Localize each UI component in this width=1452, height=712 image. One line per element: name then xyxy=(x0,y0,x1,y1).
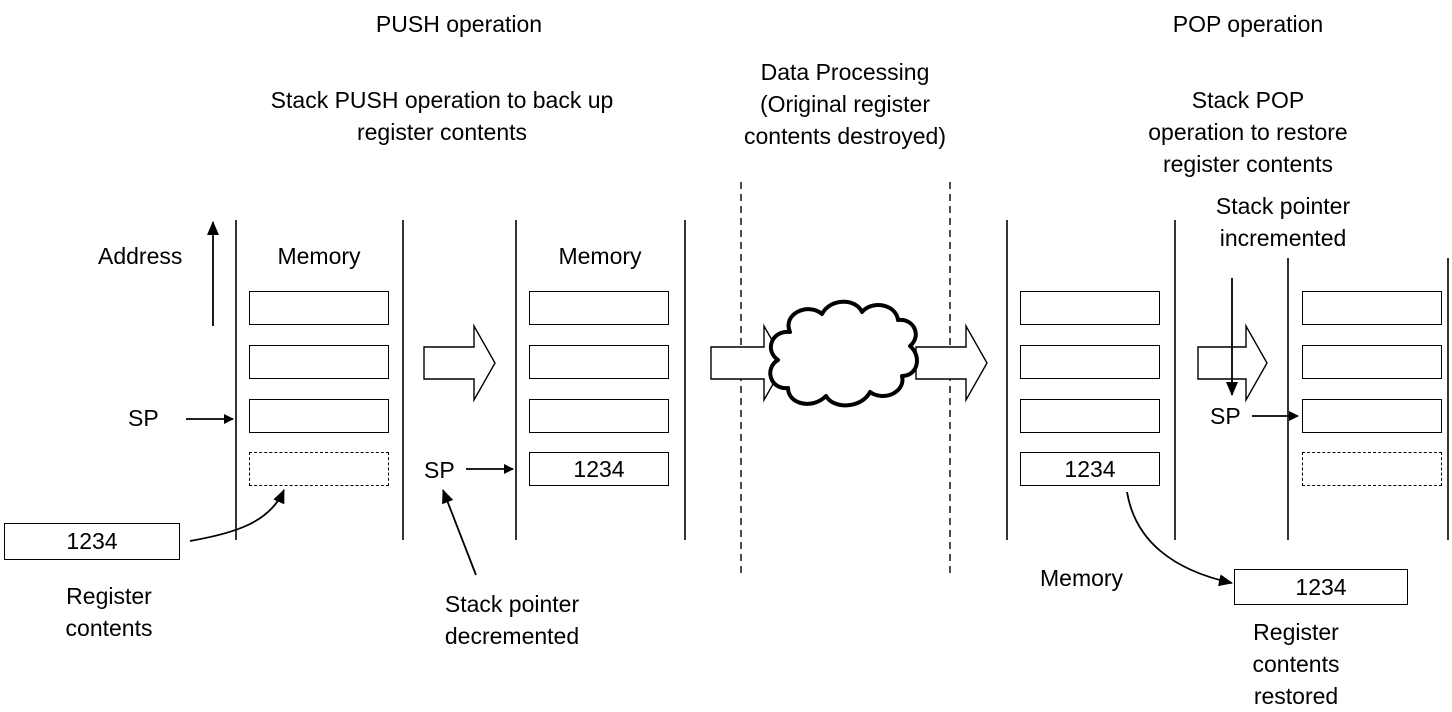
stack3-slot-1 xyxy=(1020,291,1160,325)
stack3-slot-value: 1234 xyxy=(1020,452,1160,486)
stack2-slot-3 xyxy=(529,399,669,433)
stack1-slot-empty xyxy=(249,452,389,486)
push-description: Stack PUSH operation to back up register… xyxy=(270,87,614,145)
stack2-sp-label: SP xyxy=(424,457,455,483)
push-heading: PUSH operation xyxy=(375,11,543,37)
register-box-source: 1234 xyxy=(4,523,180,560)
stack4-slot-2 xyxy=(1302,345,1442,379)
stack4-sp-label: SP xyxy=(1210,403,1241,429)
address-label: Address xyxy=(98,243,183,269)
stack-pointer-incremented-label: Stack pointer incremented xyxy=(1215,193,1351,251)
stack2-slot-1 xyxy=(529,291,669,325)
stack3-slot-3 xyxy=(1020,399,1160,433)
sp-decremented-arrow xyxy=(442,489,477,576)
block-arrow-3 xyxy=(915,323,988,403)
stack1-sp-label: SP xyxy=(128,405,159,431)
stack4-slot-3 xyxy=(1302,399,1442,433)
register-box-restored: 1234 xyxy=(1234,569,1408,605)
pop-heading: POP operation xyxy=(1172,11,1324,37)
processing-description: Data Processing (Original register conte… xyxy=(743,59,947,149)
register-contents-restored-label: Register contents restored xyxy=(1252,619,1340,709)
stack3-slot-2 xyxy=(1020,345,1160,379)
stack1-slot-3 xyxy=(249,399,389,433)
stack4-slot-1 xyxy=(1302,291,1442,325)
diagram-lines xyxy=(186,182,1449,587)
stack4-slot-empty xyxy=(1302,452,1442,486)
pop-description: Stack POP operation to restore register … xyxy=(1148,87,1348,177)
stack1-slot-1 xyxy=(249,291,389,325)
stack1-memory-label: Memory xyxy=(277,243,361,269)
pop-data-arrow xyxy=(1126,491,1233,587)
stack-pointer-decremented-label: Stack pointer decremented xyxy=(444,591,580,649)
block-arrow-1 xyxy=(423,323,496,403)
stack1-slot-2 xyxy=(249,345,389,379)
stack3-memory-label: Memory xyxy=(1040,565,1124,591)
stack2-slot-value: 1234 xyxy=(529,452,669,486)
stack2-memory-label: Memory xyxy=(558,243,642,269)
stack2-slot-2 xyxy=(529,345,669,379)
processing-cloud-icon xyxy=(768,299,919,408)
register-contents-label: Register contents xyxy=(65,583,153,641)
push-data-arrow xyxy=(189,489,285,542)
